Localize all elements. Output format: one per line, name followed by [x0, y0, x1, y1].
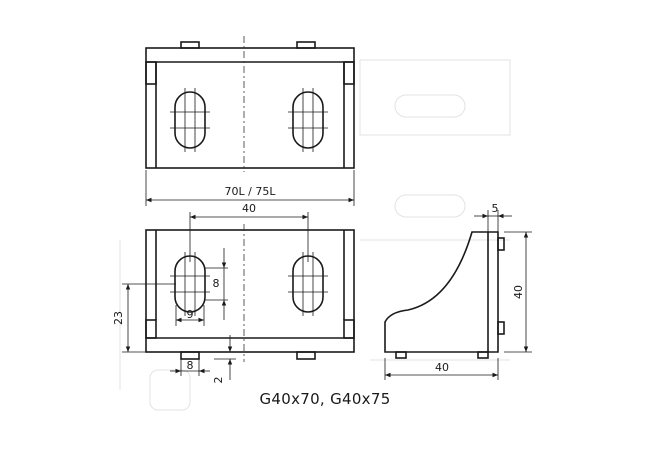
front-view — [145, 224, 355, 362]
svg-text:2: 2 — [212, 377, 225, 384]
svg-text:40: 40 — [242, 202, 256, 215]
dimension-side-base: 40 — [384, 358, 499, 380]
front-slot-right — [292, 255, 324, 313]
svg-text:5: 5 — [492, 202, 499, 215]
side-view — [384, 231, 505, 359]
svg-text:8: 8 — [213, 277, 220, 290]
dimension-side-thickness: 5 — [474, 202, 512, 232]
dimension-tab-width: 8 — [170, 359, 210, 376]
top-view — [145, 36, 355, 172]
top-slot-right — [292, 91, 324, 149]
dimension-slot-pitch: 40 — [189, 202, 309, 262]
watermark-drawing — [119, 59, 511, 411]
dimension-gap: 2 — [212, 335, 236, 384]
svg-text:70L / 75L: 70L / 75L — [225, 185, 277, 198]
svg-text:8: 8 — [187, 359, 194, 372]
svg-text:40: 40 — [435, 361, 449, 374]
dimension-slot-height: 8 — [205, 248, 228, 320]
svg-text:23: 23 — [112, 311, 125, 325]
dimension-height-23: 23 — [112, 283, 176, 353]
dimension-side-height: 40 — [504, 231, 532, 353]
dimension-overall-length: 70L / 75L — [145, 170, 355, 206]
dimension-slot-width: 9 — [175, 305, 205, 326]
top-slot-left — [174, 91, 206, 149]
svg-text:9: 9 — [187, 308, 194, 321]
svg-text:40: 40 — [512, 285, 525, 299]
front-slot-left — [174, 255, 206, 313]
caption: G40x70, G40x75 — [259, 390, 391, 408]
